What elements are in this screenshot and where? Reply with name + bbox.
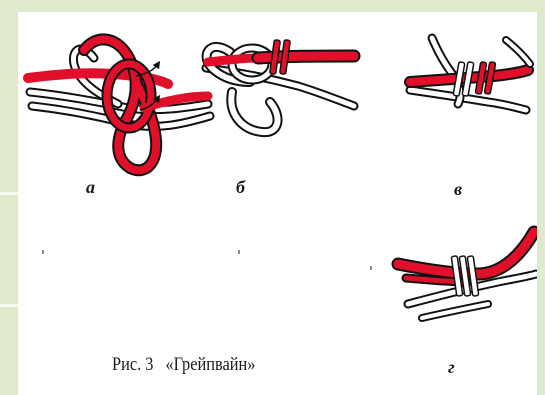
scan-speck [238,250,240,254]
scan-speck [42,250,44,254]
red-rope [398,232,534,296]
frame-notch [0,304,18,307]
left-frame-strip [0,0,18,395]
knot-panel-b [206,40,354,132]
panel-label-v: в [454,180,462,198]
panel-label-g: г [448,358,455,376]
panel-label-b: б [236,178,245,196]
figure-panel: а б в г Рис. 3 «Грейпвайн» [18,12,537,395]
scan-speck [370,266,372,270]
knot-panel-g [398,232,536,318]
knot-illustration [18,12,537,395]
knot-panel-a [28,39,210,170]
panel-label-a: а [86,178,95,196]
frame-notch [0,192,18,195]
caption-title: «Грейпвайн» [165,354,255,375]
red-rope [410,40,530,96]
figure-caption: Рис. 3 «Грейпвайн» [112,354,255,376]
right-frame-strip [537,0,545,395]
knot-panel-v [410,38,530,110]
caption-prefix: Рис. 3 [112,354,153,375]
